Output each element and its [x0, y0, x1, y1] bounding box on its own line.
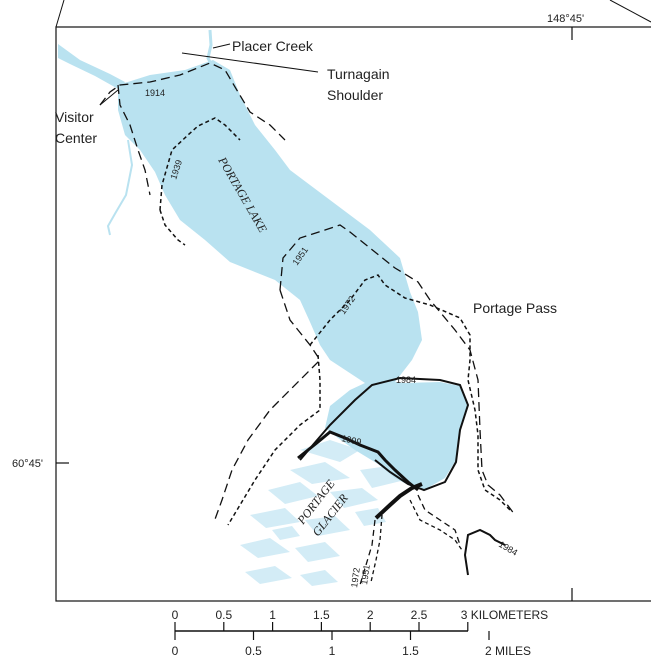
- visitor-center-label-2: Center: [55, 130, 97, 146]
- portage-lake: [118, 60, 468, 490]
- terminus-1939b: [159, 209, 186, 246]
- terminus-lines: [99, 62, 516, 586]
- mile-tick-label: 2 MILES: [485, 644, 531, 658]
- glacier-margin-1951: [370, 514, 383, 583]
- west-stream: [106, 139, 134, 236]
- scale-bar: 0 0.5 1 1.5 2 2.5 3 KILOMETERS 0 0.5 1 1.5 2 MILES: [172, 608, 549, 658]
- terminus-1984-east: [463, 528, 506, 576]
- turnagain-label-1: Turnagain: [327, 66, 390, 82]
- year-1984: 1984: [396, 375, 416, 385]
- year-1984-east: 1984: [497, 539, 519, 558]
- year-1951-lower: 1951: [359, 564, 372, 585]
- mile-tick-label: 1.5: [402, 644, 419, 658]
- year-1972-lower: 1972: [349, 567, 362, 588]
- terminus-1999: [297, 430, 419, 492]
- map-frame: [55, 26, 651, 602]
- frame-corner-left: [55, 0, 65, 28]
- km-tick-label: 2.5: [411, 608, 428, 622]
- terminus-1972: [309, 274, 511, 511]
- km-tick-label: 2: [367, 608, 374, 622]
- river-channel: [58, 44, 125, 90]
- km-tick-label: 1.5: [313, 608, 330, 622]
- placer-creek-label: Placer Creek: [232, 38, 314, 54]
- latitude-label: 60°45': [12, 458, 43, 470]
- turnagain-label-2: Shoulder: [327, 87, 383, 103]
- mile-tick-label: 0.5: [245, 644, 262, 658]
- terminus-1939: [159, 117, 241, 211]
- year-1999: 1999: [341, 433, 363, 447]
- km-tick-label: 1: [269, 608, 276, 622]
- mile-tick-label: 1: [329, 644, 336, 658]
- terminus-1972-west: [227, 354, 321, 526]
- year-1914: 1914: [145, 88, 165, 98]
- terminus-1951-west: [213, 289, 321, 523]
- portage-pass-label: Portage Pass: [473, 300, 557, 316]
- longitude-label: 148°45': [547, 13, 584, 25]
- mile-tick-label: 0: [172, 644, 179, 658]
- terminus-1999-east: [374, 482, 423, 520]
- turnagain-leader: [181, 52, 319, 73]
- glacier-ice: [240, 440, 405, 586]
- terminus-1951: [279, 224, 516, 516]
- km-tick-label: 3 KILOMETERS: [461, 608, 548, 622]
- placer-creek-leader: [212, 43, 231, 49]
- visitor-center-leader: [99, 89, 119, 106]
- glacier-margin-east: [417, 494, 461, 546]
- glacier-margin-1972: [359, 519, 376, 586]
- km-tick-label: 0: [172, 608, 179, 622]
- glacier-margin-east2: [409, 499, 463, 551]
- frame-corner-right: [609, 0, 651, 23]
- terminus-1914-west: [117, 84, 151, 196]
- visitor-center-label-1: Visitor: [55, 109, 94, 125]
- km-tick-label: 0.5: [215, 608, 232, 622]
